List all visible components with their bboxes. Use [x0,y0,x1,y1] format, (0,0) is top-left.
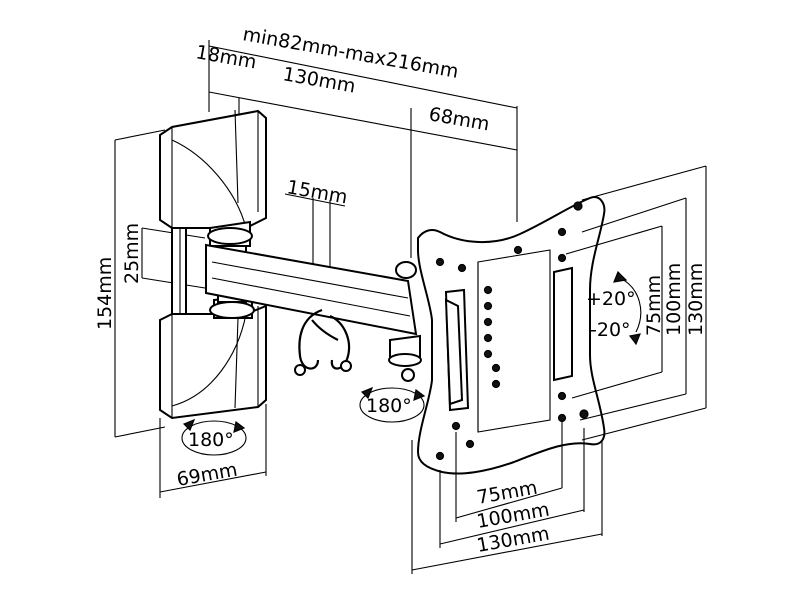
wall-swivel-label: 180° [188,429,234,451]
wall-plate-width-dimension [159,404,267,498]
arm-swivel-indicator [359,386,426,423]
cable-hooks [294,308,352,376]
extension-arm [205,243,418,336]
tilt-up-label: +20° [586,288,636,310]
tilt-down-label: -20° [590,319,631,341]
arm-height-label: 25mm [121,223,143,284]
arm-thickness-label: 15mm [285,176,349,208]
wall-plate [159,109,267,420]
arm-length-label: 130mm [281,63,357,97]
top-dimension-lines [208,40,518,258]
tilt-arrows [613,270,642,346]
vesa-plate [416,196,606,475]
right-dimension-lines [565,165,707,441]
vesa-v-medium-label: 100mm [663,263,685,336]
wall-swivel-indicator [181,418,247,456]
wall-plate-width-label: 69mm [175,459,239,491]
vesa-v-large-label: 130mm [685,263,707,336]
head-pivot [388,261,422,382]
arm-swivel-label: 180° [366,395,412,417]
vesa-v-small-label: 75mm [643,275,665,336]
arm-thickness-dimension [284,193,346,272]
bottom-dimension-lines [411,420,603,574]
head-depth-label: 68mm [427,103,491,135]
wall-plate-height-label: 154mm [94,257,116,330]
